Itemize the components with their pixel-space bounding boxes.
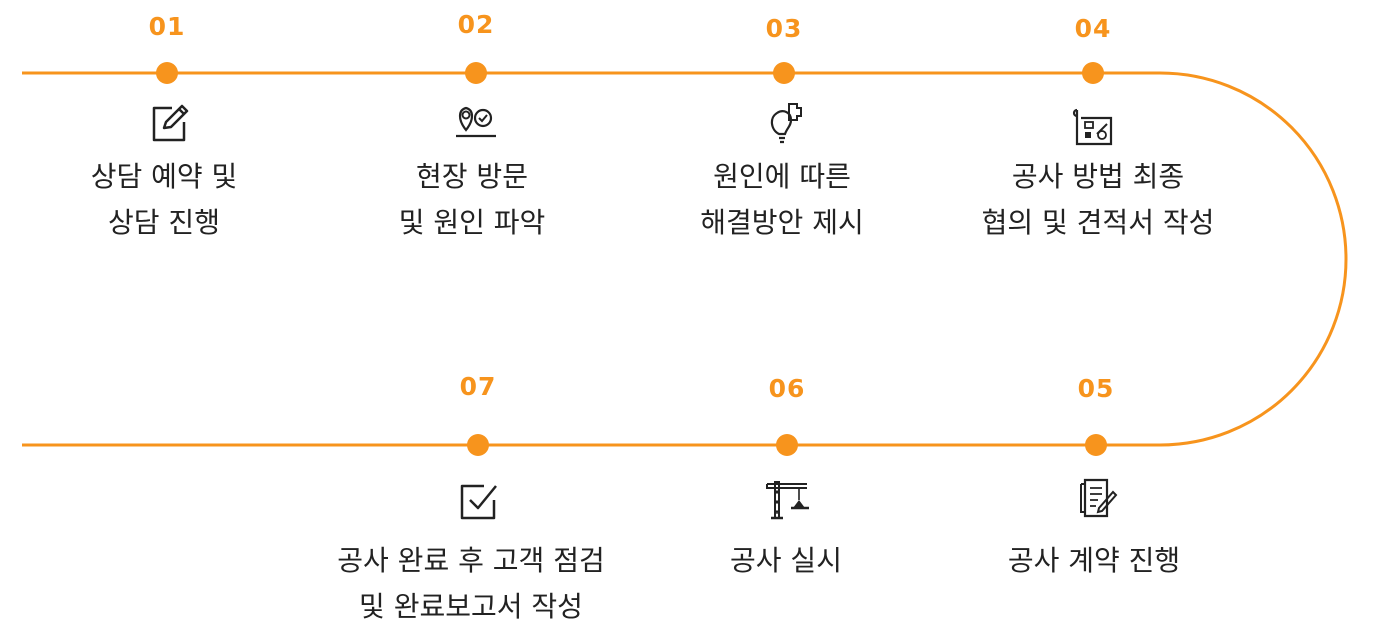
edit-icon <box>152 104 189 142</box>
step-05-label: 공사 계약 진행 <box>929 538 1259 584</box>
step-07-dot <box>467 434 489 456</box>
step-05-label-line1: 공사 계약 진행 <box>1007 544 1181 577</box>
step-02-label-line1: 현장 방문 <box>416 160 528 193</box>
step-06-label: 공사 실시 <box>621 538 951 584</box>
step-01-label: 상담 예약 및 상담 진행 <box>0 154 329 246</box>
step-07-label-line1: 공사 완료 후 고객 점검 <box>337 544 605 577</box>
checkbox-icon <box>460 484 497 520</box>
step-02-dot <box>465 62 487 84</box>
step-02-number: 02 <box>457 10 495 39</box>
step-01-label-line1: 상담 예약 및 <box>90 160 238 193</box>
step-04-label-line1: 공사 방법 최종 <box>1011 160 1185 193</box>
idea-puzzle-icon <box>770 103 802 144</box>
track-line <box>22 71 1348 447</box>
map-location-icon <box>456 106 496 138</box>
step-06-dot <box>776 434 798 456</box>
step-02-label: 현장 방문 및 원인 파악 <box>307 154 637 246</box>
step-03-label-line2: 해결방안 제시 <box>700 206 864 239</box>
step-07-label-line2: 및 완료보고서 작성 <box>359 590 583 623</box>
step-06-label-line1: 공사 실시 <box>730 544 842 577</box>
crane-icon <box>766 481 809 520</box>
contract-icon <box>1080 478 1118 518</box>
step-03-number: 03 <box>765 14 803 43</box>
step-07-label: 공사 완료 후 고객 점검 및 완료보고서 작성 <box>271 538 671 630</box>
step-02-label-line2: 및 원인 파악 <box>398 206 546 239</box>
step-07-number: 07 <box>459 372 497 401</box>
step-03-label-line1: 원인에 따른 <box>713 160 851 193</box>
step-01-label-line2: 상담 진행 <box>108 206 220 239</box>
step-03-label: 원인에 따른 해결방안 제시 <box>617 154 947 246</box>
step-03-dot <box>773 62 795 84</box>
step-04-label: 공사 방법 최종 협의 및 견적서 작성 <box>933 154 1263 246</box>
blueprint-icon <box>1072 108 1113 146</box>
step-05-number: 05 <box>1077 374 1115 403</box>
step-01-dot <box>156 62 178 84</box>
step-06-number: 06 <box>768 374 806 403</box>
step-04-dot <box>1082 62 1104 84</box>
step-05-dot <box>1085 434 1107 456</box>
step-01-number: 01 <box>148 12 186 41</box>
step-04-number: 04 <box>1074 14 1112 43</box>
step-04-label-line2: 협의 및 견적서 작성 <box>981 206 1215 239</box>
